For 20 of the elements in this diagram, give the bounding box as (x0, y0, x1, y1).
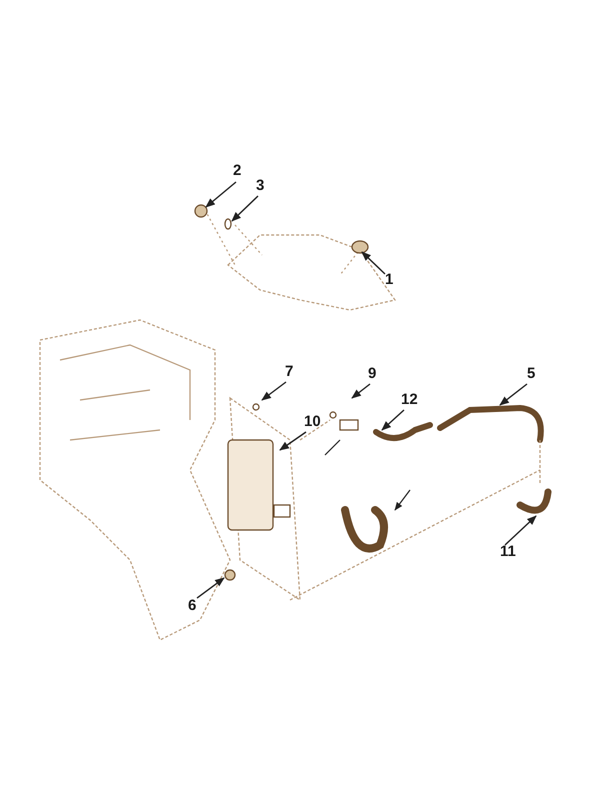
callout-number: 1 (385, 272, 394, 288)
callout-number: 12 (401, 392, 418, 408)
leader-line (381, 409, 404, 431)
leader-line (351, 383, 370, 399)
leader-line (205, 181, 236, 208)
leader-line (231, 196, 258, 222)
leader-line (279, 431, 306, 451)
leader-line (499, 383, 528, 406)
callout-number: 6 (188, 598, 196, 614)
leader-line (504, 515, 537, 546)
callout-number: 9 (368, 366, 376, 382)
callout-number: 3 (256, 178, 264, 194)
leader-line (361, 251, 386, 274)
leader-line (196, 577, 225, 599)
callout-number: 11 (500, 544, 516, 560)
callout-number: 10 (304, 414, 321, 430)
callout-number: 2 (233, 163, 242, 179)
leader-line (261, 381, 286, 401)
callout-number: 7 (285, 364, 294, 380)
callout-number: 5 (527, 366, 536, 382)
